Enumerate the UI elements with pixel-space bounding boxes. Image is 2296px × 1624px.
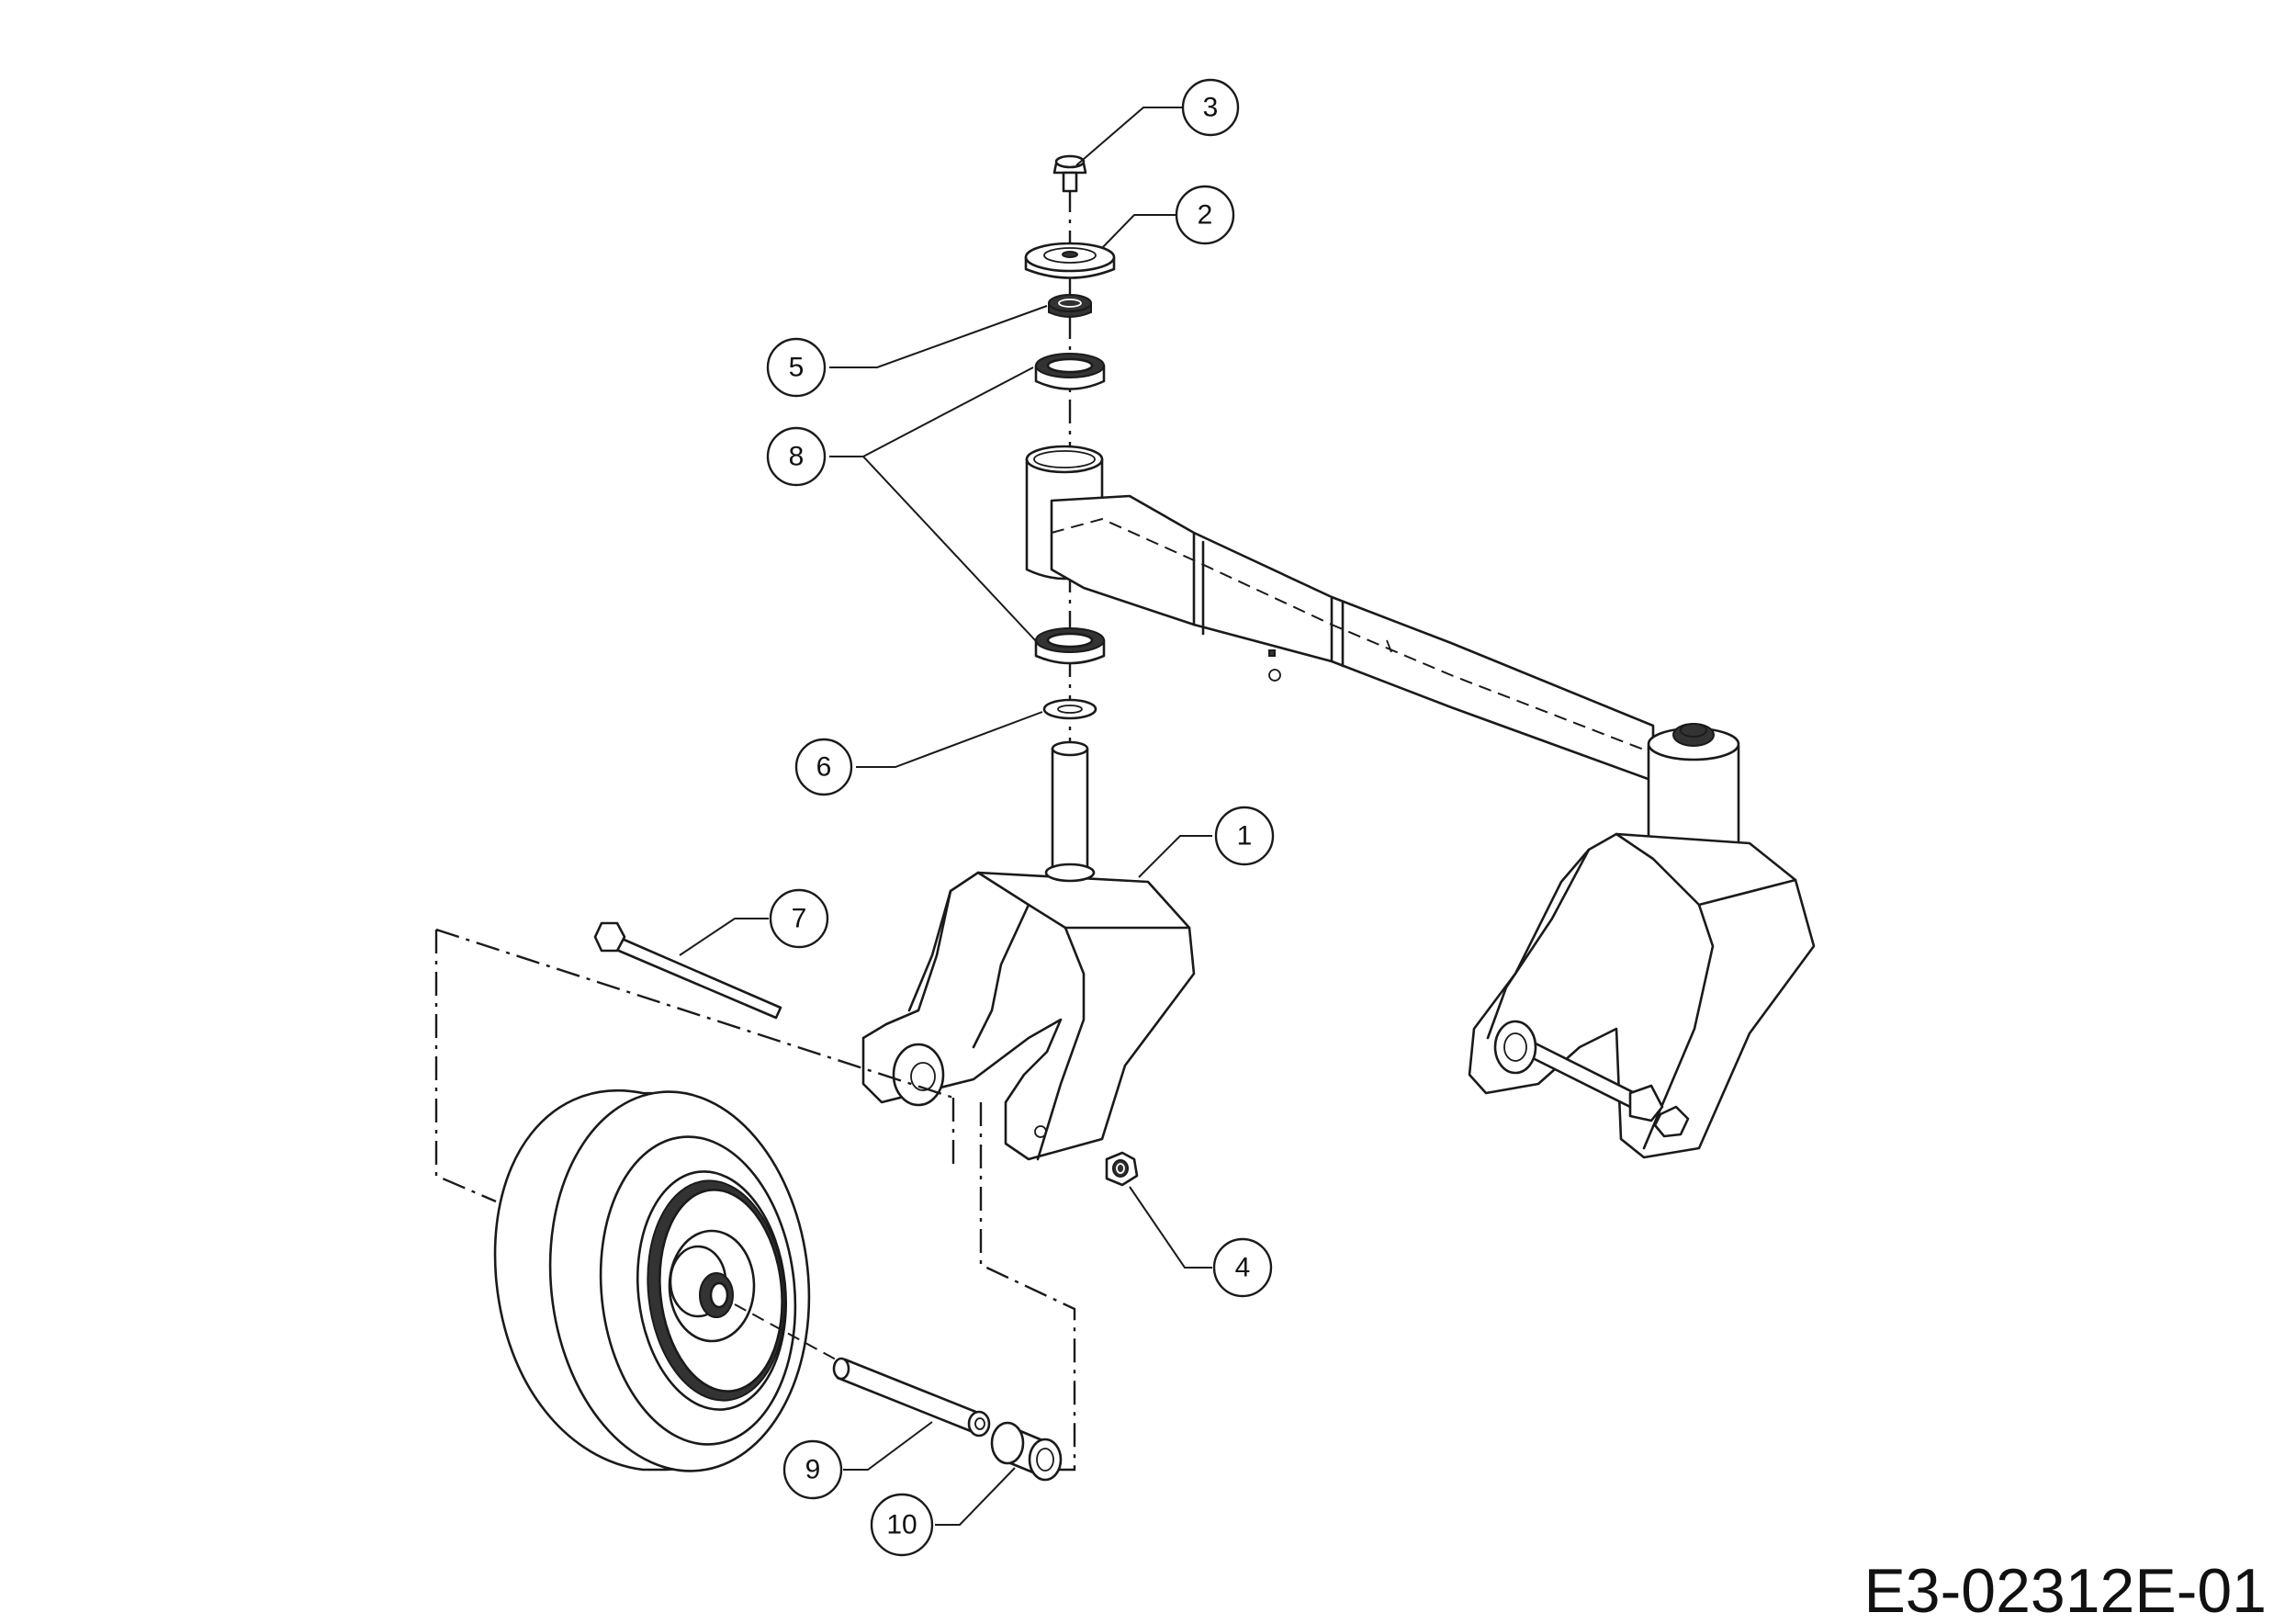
leader-4 [1129, 1186, 1212, 1269]
callout-8: 8 [766, 426, 827, 487]
callout-9: 9 [782, 1439, 843, 1500]
part-8-upper-bearing [1034, 353, 1106, 390]
part-5-seal [1048, 294, 1092, 318]
part-6-washer [1042, 698, 1097, 720]
callout-9-label: 9 [805, 1455, 821, 1485]
leader-1 [1138, 835, 1212, 878]
callout-8-label: 8 [789, 442, 805, 472]
leader-8-upper [829, 367, 1034, 457]
front-axle-beam [1025, 445, 1740, 871]
fork-spacer-boss [892, 1043, 945, 1107]
leader-6 [856, 711, 1043, 768]
leader-2 [1101, 214, 1176, 249]
callout-4: 4 [1212, 1237, 1273, 1298]
callout-7: 7 [769, 888, 829, 949]
leader-9 [843, 1421, 933, 1471]
right-fork-spacer [1493, 1020, 1537, 1075]
callout-2: 2 [1175, 185, 1235, 245]
leader-10 [935, 1467, 1016, 1526]
part-10-bushing [990, 1421, 1063, 1482]
part-4-lock-nut [1105, 1151, 1139, 1187]
callout-5: 5 [766, 337, 827, 398]
assembly-phantom-outline [434, 928, 1076, 1472]
callout-3-label: 3 [1203, 93, 1219, 123]
callout-6-label: 6 [816, 752, 832, 783]
callout-4-label: 4 [1235, 1253, 1251, 1283]
callout-6: 6 [794, 738, 853, 796]
leader-8-lower [862, 456, 1037, 642]
part-2-dust-cap [1024, 242, 1116, 279]
callout-1-label: 1 [1237, 821, 1253, 851]
drawing-code: E3-02312E-01 [1863, 1556, 2267, 1624]
callout-2-label: 2 [1198, 200, 1213, 231]
part-1-caster-fork [861, 740, 1196, 1161]
callout-10-label: 10 [886, 1510, 917, 1540]
beam-marker [1268, 649, 1276, 657]
leader-7 [679, 918, 769, 956]
leader-3 [1075, 107, 1191, 166]
callout-10: 10 [870, 1493, 934, 1557]
part-8-lower-bearing [1034, 627, 1106, 665]
part-9-spacer-tube [734, 1303, 991, 1438]
caster-wheel [493, 1088, 811, 1472]
leader-5 [829, 305, 1048, 368]
right-pivot-cap [1672, 723, 1715, 747]
callout-5-label: 5 [789, 353, 805, 383]
beam-hole [1268, 669, 1281, 682]
callout-3: 3 [1181, 78, 1240, 137]
part-7-axle-bolt [593, 921, 782, 1020]
callout-1: 1 [1214, 806, 1275, 866]
right-fork-nut [1653, 1105, 1690, 1138]
right-caster-fork [1468, 832, 1816, 1159]
callout-7-label: 7 [792, 904, 807, 934]
